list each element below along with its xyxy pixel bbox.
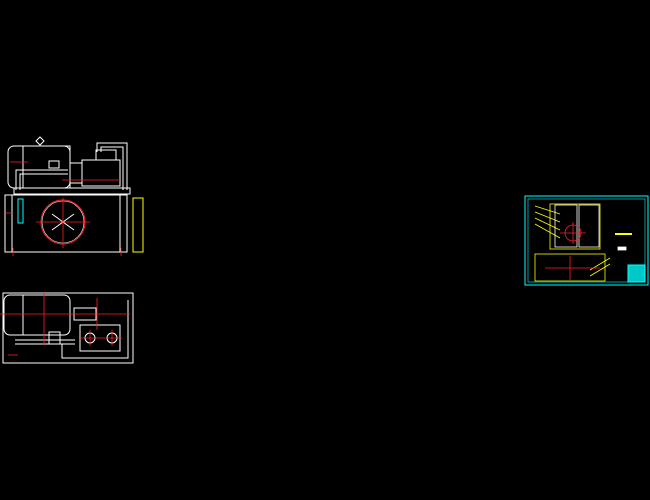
oil-tank [4, 194, 128, 253]
note-text-mark [617, 246, 627, 251]
motor-frame [22, 145, 71, 189]
level-gauge [17, 198, 24, 224]
sheet-border-inner [527, 198, 646, 283]
top-centerlines [0, 292, 130, 356]
pump-body [81, 159, 121, 187]
motor-terminal-box [48, 160, 60, 169]
title-block [627, 264, 646, 283]
centerlines [6, 161, 122, 256]
front-view [4, 136, 144, 256]
pipe-loop [96, 142, 128, 190]
tank-outline [2, 292, 134, 364]
lifting-eye [35, 136, 45, 146]
return-pipe [15, 300, 129, 359]
motor-plan [3, 294, 71, 336]
suction-pipe [15, 169, 68, 190]
sheet-border-outer [524, 195, 649, 286]
sheet-thumbnail [524, 195, 649, 286]
valve-block [95, 149, 117, 161]
motor-body [7, 145, 71, 189]
base-frame [13, 187, 131, 195]
dimension-box [132, 197, 144, 253]
top-view [0, 292, 134, 364]
